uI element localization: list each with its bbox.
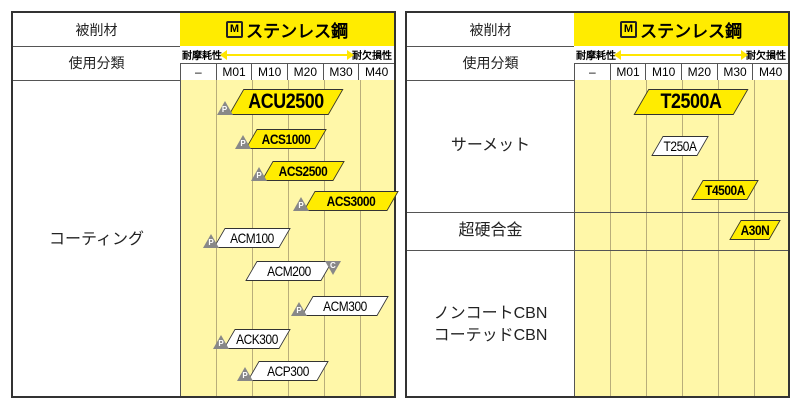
coating-badge-icon: P [216, 101, 233, 115]
grade-name: ACU2500 [248, 90, 324, 113]
grade-t2500a[interactable]: T2500A [633, 89, 749, 115]
wear-chip-scale: 耐摩耗性 耐欠損性 [180, 46, 394, 63]
classification-code: M30 [322, 64, 359, 80]
grade-name: T250A [663, 138, 697, 154]
wear-resistance-label: 耐摩耗性 [576, 51, 616, 62]
classification-code: – [180, 64, 216, 80]
classification-code: M01 [609, 64, 646, 80]
grade-acm200[interactable]: ACM200 C [245, 261, 341, 281]
coating-badge-icon: C [325, 261, 341, 275]
row-label: コーティング [48, 231, 145, 248]
column-divider [610, 80, 611, 396]
grade-name: ACS3000 [326, 193, 376, 209]
classification-code: M20 [681, 64, 717, 80]
classification-code: M20 [287, 64, 323, 80]
wear-resistance-label: 耐摩耗性 [182, 51, 222, 62]
material-label: 被削材 [407, 13, 574, 47]
column-divider [360, 80, 361, 396]
double-arrow-icon [220, 49, 354, 60]
coating-badge-icon: P [293, 197, 310, 211]
classification-label: 使用分類 [13, 46, 180, 81]
row-divider [407, 212, 788, 213]
grade-name: T2500A [660, 90, 722, 113]
grade-name: ACM300 [323, 298, 367, 314]
classification-code: M40 [752, 64, 788, 80]
grade-name: A30N [740, 222, 770, 238]
classification-code: – [574, 64, 610, 80]
grade-name: ACM200 [267, 263, 311, 279]
badge-letter: P [221, 105, 228, 114]
material-code-badge: M [225, 21, 244, 38]
material-name: ステンレス鋼 [640, 22, 743, 41]
column-divider [718, 80, 719, 396]
row-divider [407, 250, 788, 251]
coating-badge-icon: P [291, 302, 308, 316]
badge-letter: P [240, 139, 246, 148]
chipping-resistance-label: 耐欠損性 [746, 51, 786, 62]
column-divider [288, 80, 289, 396]
badge-letter: P [208, 238, 214, 247]
classification-code: M10 [251, 64, 287, 80]
grade-t4500a[interactable]: T4500A [691, 180, 759, 200]
badge-letter: P [242, 371, 248, 380]
classification-code: M30 [716, 64, 753, 80]
grade-area: T2500A T250A T4500A A30N [574, 80, 788, 396]
badge-letter: P [256, 171, 262, 180]
coating-badge-icon: P [213, 335, 230, 349]
classification-label: 使用分類 [407, 46, 574, 81]
column-divider [646, 80, 647, 396]
column-divider [324, 80, 325, 396]
classification-code: M10 [645, 64, 681, 80]
coating-badge-icon: P [235, 135, 252, 149]
row-label: ノンコートCBN コーテッドCBN [433, 305, 548, 344]
coating-badge-icon: P [237, 367, 254, 381]
double-arrow-icon [614, 49, 748, 60]
grade-name: ACM100 [230, 230, 274, 246]
material-label: 被削材 [13, 13, 180, 47]
material-code-badge: M [619, 21, 638, 38]
grade-name: ACK300 [236, 331, 278, 347]
wear-chip-scale: 耐摩耗性 耐欠損性 [574, 46, 788, 63]
grade-a30n[interactable]: A30N [729, 220, 781, 240]
classification-code: M01 [215, 64, 252, 80]
grade-name: ACS2500 [278, 163, 328, 179]
badge-letter: P [296, 306, 302, 315]
badge-letter: P [218, 339, 224, 348]
coating-badge-icon: P [203, 234, 220, 248]
grade-name: T4500A [705, 182, 745, 198]
classification-code: M40 [358, 64, 394, 80]
grade-name: ACS1000 [261, 131, 311, 147]
material-name: ステンレス鋼 [246, 22, 349, 41]
chipping-resistance-label: 耐欠損性 [352, 51, 392, 62]
badge-letter: C [330, 261, 336, 270]
coating-badge-icon: P [251, 167, 268, 181]
badge-letter: P [298, 201, 304, 210]
column-divider [682, 80, 683, 396]
grade-name: ACP300 [267, 363, 309, 379]
grade-t250a[interactable]: T250A [651, 136, 709, 156]
row-label: サーメット [450, 137, 531, 154]
row-label: 超硬合金 [458, 222, 523, 239]
